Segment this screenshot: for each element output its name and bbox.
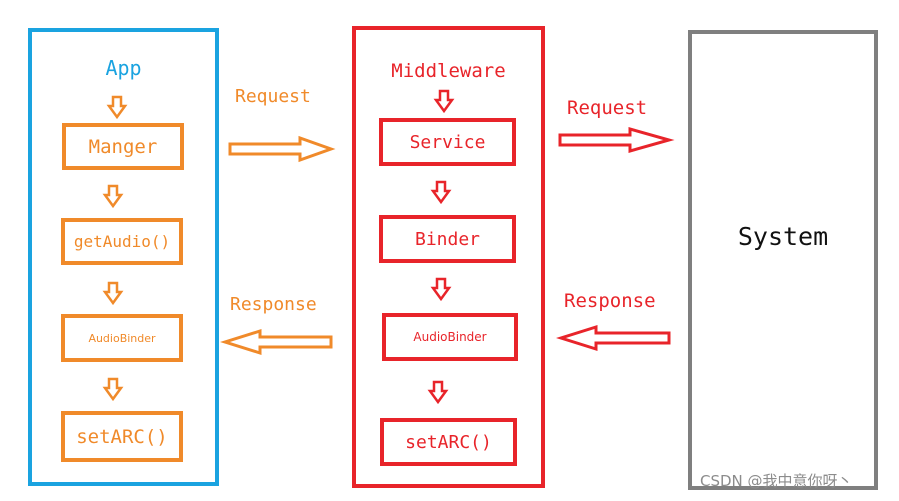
label-request-middleware-to-system: Request (567, 97, 648, 119)
app-box-setarc: setARC() (61, 411, 183, 462)
middleware-box-service: Service (379, 118, 516, 166)
app-box-audiobinder: AudioBinder (61, 314, 183, 362)
app-title: App (105, 56, 142, 80)
middleware-box-audiobinder: AudioBinder (382, 313, 518, 361)
middleware-box-binder: Binder (379, 215, 516, 263)
system-panel (688, 30, 878, 490)
label-response-middleware-to-app: Response (230, 294, 317, 315)
watermark: CSDN @我中意你呀丶 (700, 472, 853, 490)
middleware-panel (352, 26, 545, 488)
arrow-down-service-to-binder (430, 180, 452, 205)
arrow-request-middleware-to-system (558, 127, 675, 153)
middleware-box-setarc: setARC() (380, 418, 517, 466)
app-box-getaudio: getAudio() (61, 218, 183, 265)
arrow-down-audiobinder-to-setarc-middleware (427, 380, 449, 405)
middleware-title: Middleware (391, 60, 506, 82)
arrow-request-app-to-middleware (228, 135, 336, 163)
app-box-manger: Manger (62, 123, 184, 170)
arrow-response-middleware-to-app (219, 328, 333, 356)
arrow-down-binder-to-audiobinder (430, 277, 452, 302)
label-response-system-to-middleware: Response (564, 290, 656, 312)
system-title: System (737, 222, 829, 251)
arrow-response-system-to-middleware (555, 324, 671, 352)
arrow-down-middleware-title-to-service (433, 89, 455, 114)
arrow-down-manger-to-getaudio (102, 184, 124, 209)
arrow-down-app-title-to-manger (106, 95, 128, 120)
label-request-app-to-middleware: Request (235, 86, 311, 107)
app-panel (28, 28, 219, 486)
arrow-down-audiobinder-to-setarc (102, 377, 124, 402)
arrow-down-getaudio-to-audiobinder (102, 281, 124, 306)
